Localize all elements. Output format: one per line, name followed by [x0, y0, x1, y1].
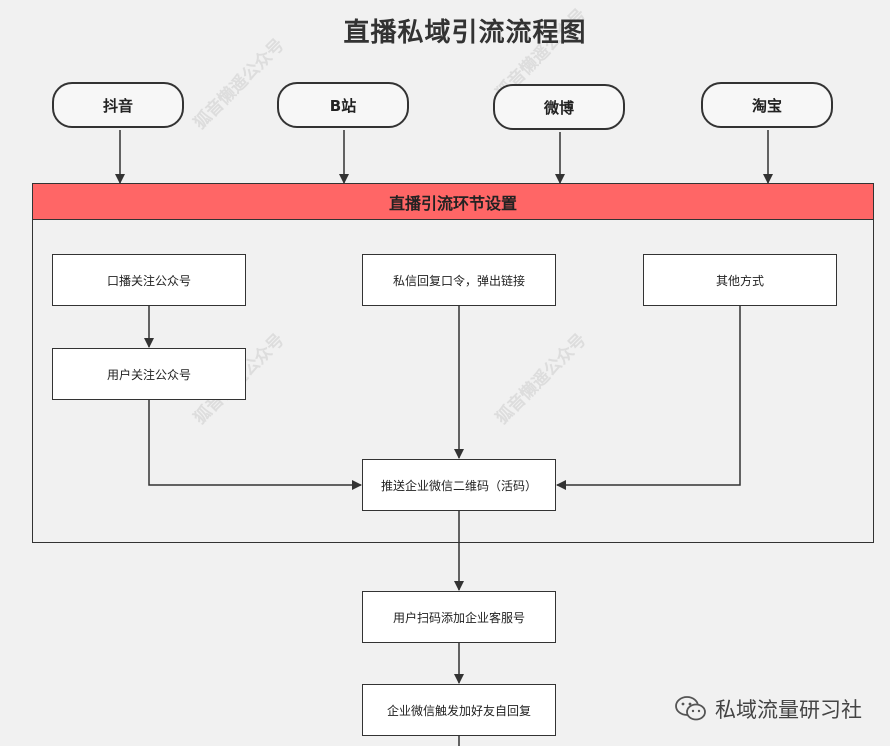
- step-push-qrcode[interactable]: 推送企业微信二维码（活码）: [362, 459, 556, 511]
- step-private-message[interactable]: 私信回复口令，弹出链接: [362, 254, 556, 306]
- source-node-taobao[interactable]: 淘宝: [701, 82, 833, 128]
- page-title: 直播私域引流流程图: [343, 18, 587, 48]
- step-other-methods[interactable]: 其他方式: [643, 254, 837, 306]
- brand-mark: 私域流量研习社: [675, 694, 862, 724]
- live-stream-setup-container: 直播引流环节设置: [32, 183, 874, 543]
- source-node-weibo[interactable]: 微博: [493, 84, 625, 130]
- step-koubo-follow[interactable]: 口播关注公众号: [52, 254, 246, 306]
- wechat-icon: [675, 696, 706, 721]
- source-node-douyin[interactable]: 抖音: [52, 82, 184, 128]
- container-header: 直播引流环节设置: [33, 184, 873, 220]
- step-scan-add[interactable]: 用户扫码添加企业客服号: [362, 591, 556, 643]
- step-auto-reply[interactable]: 企业微信触发加好友自回复: [362, 684, 556, 736]
- brand-name: 私域流量研习社: [715, 698, 862, 722]
- step-user-follow[interactable]: 用户关注公众号: [52, 348, 246, 400]
- source-node-bilibili[interactable]: B站: [277, 82, 409, 128]
